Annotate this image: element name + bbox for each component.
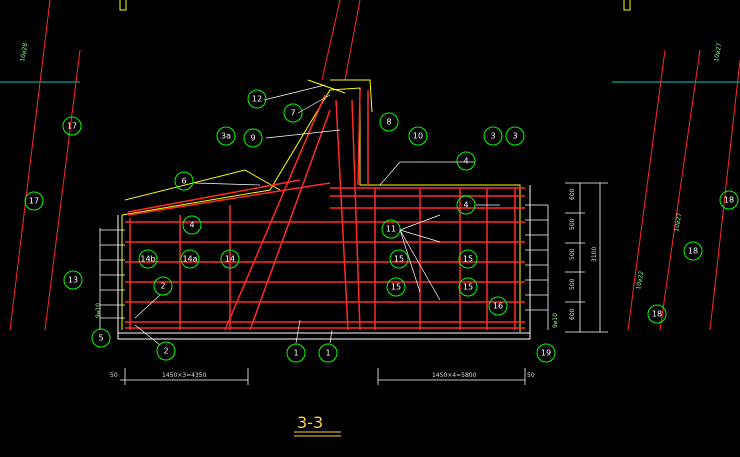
rebar-note-left-side: 9⌀10 bbox=[95, 303, 102, 318]
svg-text:18: 18 bbox=[688, 247, 698, 256]
svg-text:3: 3 bbox=[512, 132, 517, 141]
svg-text:4: 4 bbox=[189, 221, 194, 230]
svg-text:13: 13 bbox=[68, 276, 78, 285]
svg-text:17: 17 bbox=[29, 197, 39, 206]
callout-10: 10 bbox=[408, 126, 428, 146]
svg-text:2: 2 bbox=[163, 347, 168, 356]
vdim-total: 3100 bbox=[591, 247, 598, 262]
rebar-note-right-mid: 10⌀27 bbox=[673, 212, 683, 232]
callout-4b: 4 bbox=[456, 151, 476, 171]
callout-11: 11 bbox=[381, 219, 401, 239]
svg-text:16: 16 bbox=[493, 302, 503, 311]
svg-text:4: 4 bbox=[463, 201, 468, 210]
svg-text:3a: 3a bbox=[221, 132, 231, 141]
callout-6: 6 bbox=[174, 171, 194, 191]
rebar-horizontal bbox=[125, 179, 525, 329]
svg-text:18: 18 bbox=[724, 196, 734, 205]
callout-15c: 15 bbox=[386, 277, 406, 297]
vdim-1: 600 bbox=[569, 188, 576, 200]
svg-text:9: 9 bbox=[250, 134, 255, 143]
svg-text:6: 6 bbox=[181, 177, 186, 186]
callout-7: 7 bbox=[283, 103, 303, 123]
svg-text:19: 19 bbox=[541, 349, 551, 358]
svg-text:15: 15 bbox=[463, 255, 473, 264]
callout-15b: 15 bbox=[458, 249, 478, 269]
callout-19: 19 bbox=[536, 343, 556, 363]
horizontal-dimensions bbox=[120, 368, 526, 385]
svg-text:7: 7 bbox=[290, 109, 295, 118]
callout-4c: 4 bbox=[456, 195, 476, 215]
foundation-outline bbox=[117, 185, 531, 340]
svg-text:18: 18 bbox=[652, 310, 662, 319]
callout-3a: 3a bbox=[216, 126, 236, 146]
svg-text:12: 12 bbox=[252, 95, 262, 104]
callout-18c: 18 bbox=[647, 304, 667, 324]
vdim-3: 500 bbox=[569, 248, 576, 260]
svg-text:15: 15 bbox=[391, 283, 401, 292]
svg-text:2: 2 bbox=[160, 282, 165, 291]
callout-12: 12 bbox=[247, 89, 267, 109]
callouts: 17 17 13 5 2 2 14b 14a 14 4 6 3a 9 7 12 … bbox=[24, 89, 739, 363]
hdim-left: 1450×3=4350 bbox=[162, 372, 207, 379]
rebar-note-right-side: 9⌀10 bbox=[552, 313, 559, 328]
callout-16: 16 bbox=[488, 296, 508, 316]
callout-14a: 14a bbox=[180, 249, 200, 269]
callout-2b: 2 bbox=[156, 341, 176, 361]
svg-text:5: 5 bbox=[98, 334, 103, 343]
vdim-4: 500 bbox=[569, 278, 576, 290]
callout-17a: 17 bbox=[62, 116, 82, 136]
callout-13: 13 bbox=[63, 270, 83, 290]
section-title: 3-3 bbox=[297, 413, 323, 432]
callout-1a: 1 bbox=[286, 343, 306, 363]
svg-text:15: 15 bbox=[463, 283, 473, 292]
callout-9: 9 bbox=[243, 128, 263, 148]
svg-text:8: 8 bbox=[386, 118, 391, 127]
callout-3b: 3 bbox=[505, 126, 525, 146]
rebar-vertical bbox=[129, 89, 516, 331]
callout-15d: 15 bbox=[458, 277, 478, 297]
slope-outline bbox=[121, 79, 521, 332]
rebar-note-right-top: 10⌀27 bbox=[713, 42, 723, 62]
svg-text:14: 14 bbox=[225, 255, 235, 264]
callout-5: 5 bbox=[91, 328, 111, 348]
svg-text:1: 1 bbox=[293, 349, 298, 358]
vdim-5: 600 bbox=[569, 308, 576, 320]
callout-2a: 2 bbox=[153, 276, 173, 296]
svg-text:11: 11 bbox=[386, 225, 396, 234]
svg-text:14a: 14a bbox=[182, 255, 197, 264]
callout-3a-right: 3 bbox=[483, 126, 503, 146]
callout-1b: 1 bbox=[318, 343, 338, 363]
callout-17b: 17 bbox=[24, 191, 44, 211]
svg-text:14b: 14b bbox=[140, 255, 155, 264]
callout-18b: 18 bbox=[683, 241, 703, 261]
svg-text:17: 17 bbox=[67, 122, 77, 131]
callout-4a: 4 bbox=[182, 215, 202, 235]
callout-leaders bbox=[134, 84, 500, 346]
callout-14: 14 bbox=[220, 249, 240, 269]
rebar-note-left-top: 10⌀28 bbox=[19, 42, 29, 62]
hdim-right-end: 50 bbox=[527, 372, 535, 379]
top-markers bbox=[119, 0, 631, 11]
callout-8: 8 bbox=[379, 112, 399, 132]
callout-18a: 18 bbox=[719, 190, 739, 210]
callout-14b: 14b bbox=[138, 249, 158, 269]
side-leaders bbox=[99, 204, 549, 330]
vdim-2: 500 bbox=[569, 218, 576, 230]
svg-text:1: 1 bbox=[325, 349, 330, 358]
svg-text:15: 15 bbox=[394, 255, 404, 264]
hdim-right: 1450×4=5800 bbox=[432, 372, 477, 379]
callout-15a: 15 bbox=[389, 249, 409, 269]
svg-text:4: 4 bbox=[463, 157, 468, 166]
vertical-dimensions bbox=[565, 182, 608, 333]
svg-text:10: 10 bbox=[413, 132, 423, 141]
background-piles bbox=[9, 0, 740, 331]
svg-text:3: 3 bbox=[490, 132, 495, 141]
rebar-note-right-low: 10⌀22 bbox=[635, 270, 645, 290]
hdim-left-end: 50 bbox=[110, 372, 118, 379]
